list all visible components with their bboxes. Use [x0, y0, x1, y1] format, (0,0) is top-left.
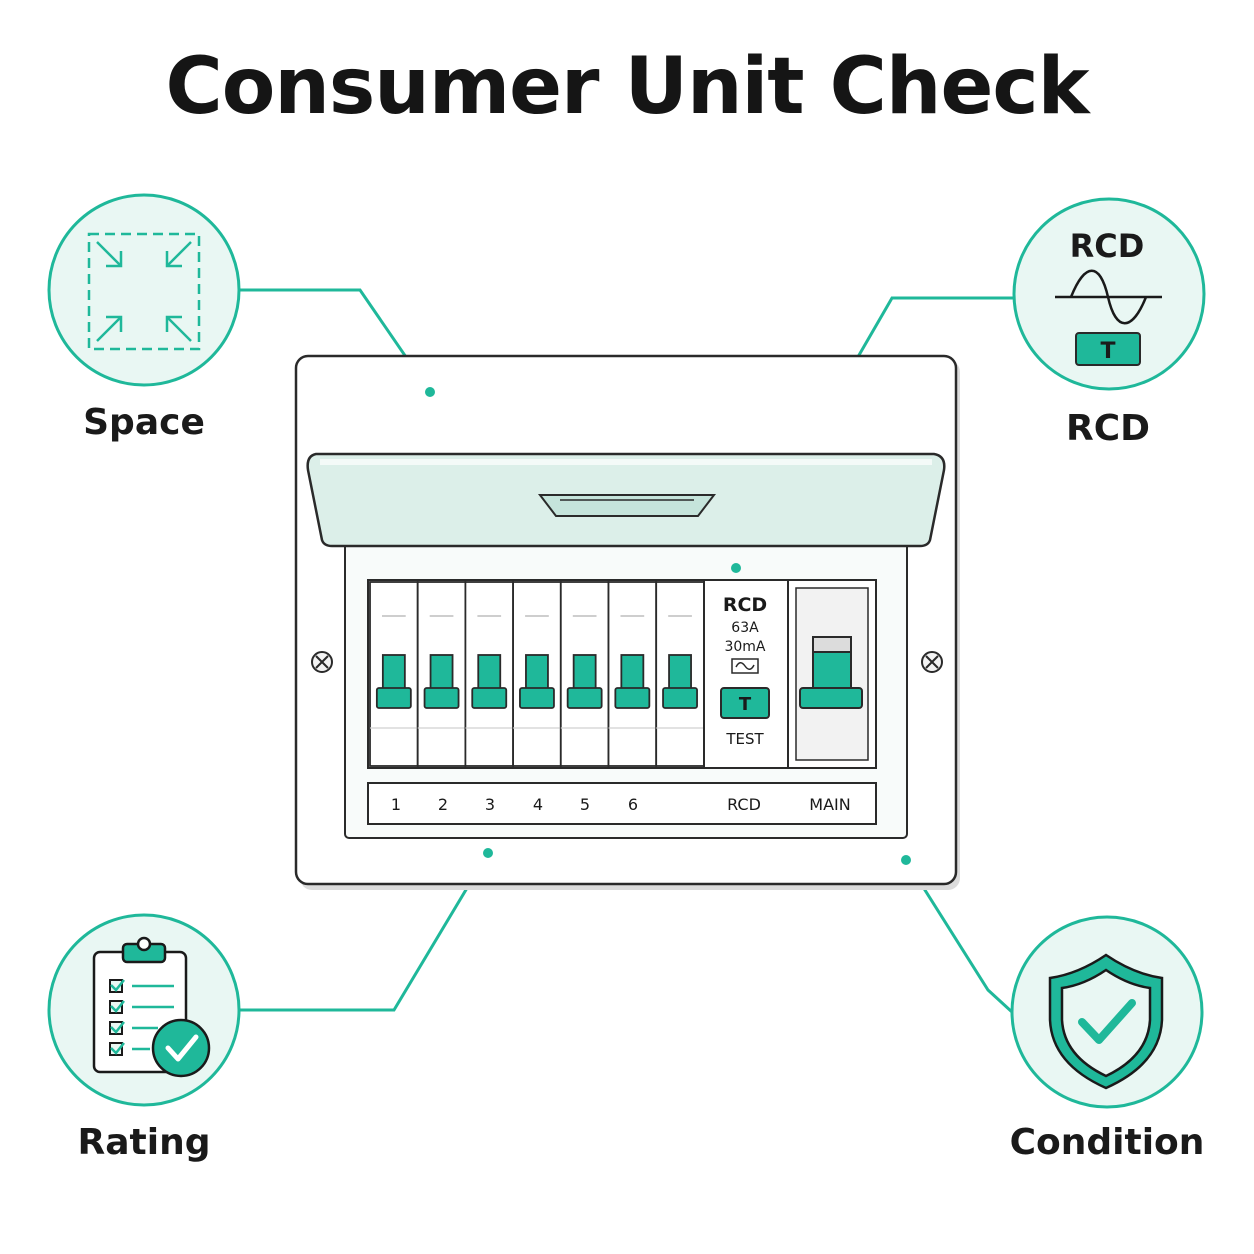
dot-condition	[901, 855, 911, 865]
callout-space	[47, 193, 241, 387]
screw-right-icon	[921, 651, 943, 673]
rcd-test-label: TEST	[725, 730, 764, 748]
sine-wave-icon	[1055, 269, 1162, 325]
rcd-icon-title: RCD	[1070, 227, 1145, 265]
mcb-toggle[interactable]	[375, 654, 412, 709]
expand-arrows-icon	[87, 232, 201, 351]
circuit-label: 3	[485, 795, 495, 814]
connector-dots	[425, 387, 911, 865]
strip-label-rcd: RCD	[727, 795, 761, 814]
rcd-icon-button-label: T	[1100, 339, 1115, 364]
callout-label-space: Space	[83, 402, 205, 443]
dot-space	[425, 387, 435, 397]
callout-label-rating: Rating	[77, 1122, 211, 1163]
screw-left-icon	[311, 651, 333, 673]
mcb-breaker	[416, 581, 467, 767]
ac-waveform-icon	[731, 658, 759, 674]
main-switch	[787, 579, 877, 769]
mcb-toggle[interactable]	[614, 654, 651, 709]
mcb-toggle[interactable]	[471, 654, 508, 709]
circuit-label: 4	[533, 795, 543, 814]
circuit-label: 6	[628, 795, 638, 814]
label-strip	[367, 782, 877, 825]
callout-rating	[47, 913, 241, 1107]
mcb-breakers	[369, 581, 705, 767]
callout-condition	[1010, 915, 1204, 1109]
callout-label-rcd: RCD	[1065, 408, 1151, 449]
shield-check-icon	[1048, 953, 1164, 1090]
rcd-icon-test-button: T	[1075, 332, 1141, 366]
mcb-toggle[interactable]	[423, 654, 460, 709]
rcd-test-button[interactable]: T	[720, 687, 770, 719]
mcb-toggle[interactable]	[566, 654, 603, 709]
circuit-label: 2	[438, 795, 448, 814]
mcb-breaker	[369, 581, 419, 767]
connector-rating	[238, 852, 490, 1012]
dot-rcd	[731, 563, 741, 573]
rcd-module-rating: 63A	[731, 620, 759, 636]
strip-label-main: MAIN	[809, 795, 850, 814]
rcd-test-button-label: T	[739, 694, 752, 715]
mcb-breaker	[655, 581, 705, 767]
mcb-breaker	[559, 581, 610, 767]
callout-label-condition: Condition	[1009, 1122, 1205, 1163]
mcb-toggle[interactable]	[519, 654, 555, 709]
rcd-module-sensitivity: 30mA	[724, 639, 765, 655]
circuit-label: 1	[391, 795, 401, 814]
dot-rating	[483, 848, 493, 858]
connector-condition	[904, 859, 1014, 1014]
callout-rcd: RCD T	[1012, 197, 1206, 391]
mcb-breaker	[464, 581, 514, 767]
clipboard-checklist-icon	[92, 936, 211, 1078]
mcb-toggle[interactable]	[662, 654, 698, 709]
consumer-unit: RCD 63A 30mA T TEST 1 2 3 4 5 6	[294, 354, 960, 890]
circuit-label: 5	[580, 795, 590, 814]
page-title: Consumer Unit Check	[165, 42, 1090, 132]
mcb-breaker	[512, 581, 562, 767]
mcb-breaker	[607, 581, 658, 767]
main-switch-toggle[interactable]	[799, 636, 863, 709]
rcd-module: RCD 63A 30mA T TEST	[703, 579, 789, 769]
hinged-cover	[306, 452, 946, 548]
circuit-labels: 1 2 3 4 5 6	[391, 795, 638, 814]
rcd-module-title: RCD	[723, 594, 767, 616]
